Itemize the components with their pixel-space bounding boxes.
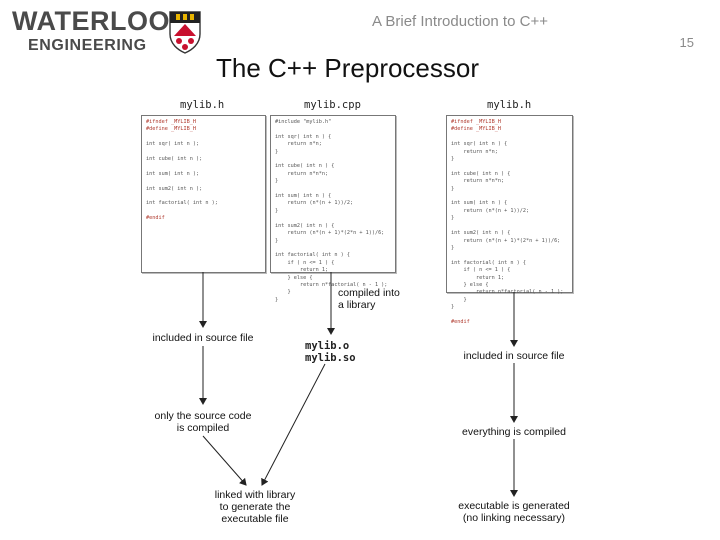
code-text-right-header: #ifndef _MYLIB_H #define _MYLIB_H int sq…	[451, 119, 564, 325]
caption-linked-with-library: linked with library to generate the exec…	[214, 489, 296, 525]
caption-only-source-compiled: only the source code is compiled	[154, 410, 252, 434]
file-label-right-header: mylib.h	[487, 99, 532, 111]
university-crest-icon	[169, 11, 201, 54]
file-label-left-header: mylib.h	[180, 99, 225, 111]
logo-waterloo-text: WATERLOO	[12, 6, 170, 36]
logo-engineering-text: ENGINEERING	[28, 37, 147, 54]
caption-included-left: included in source file	[152, 332, 254, 344]
slide-title: The C++ Preprocessor	[216, 53, 480, 83]
code-text-cpp: #include "mylib.h" int sqr( int n ) { re…	[275, 119, 388, 303]
code-panel-right-header: #ifndef _MYLIB_H #define _MYLIB_H int sq…	[446, 115, 573, 325]
caption-everything-compiled: everything is compiled	[462, 426, 566, 438]
code-panel-cpp: #include "mylib.h" int sqr( int n ) { re…	[270, 115, 396, 303]
caption-object-files: mylib.o mylib.so	[305, 340, 356, 364]
file-label-cpp: mylib.cpp	[304, 99, 361, 111]
code-text-left-header: #ifndef _MYLIB_H #define _MYLIB_H int sq…	[146, 119, 218, 222]
course-title: A Brief Introduction to C++	[372, 13, 548, 30]
caption-compiled-into-library: compiled into a library	[338, 287, 400, 311]
caption-executable-generated: executable is generated (no linking nece…	[458, 500, 570, 524]
caption-included-right: included in source file	[463, 350, 565, 362]
code-panel-left-header: #ifndef _MYLIB_H #define _MYLIB_H int sq…	[141, 115, 266, 273]
page-number: 15	[679, 35, 694, 50]
arrow-object-files-to-linked	[261, 363, 326, 486]
arrow-compiled-to-linked	[202, 435, 247, 486]
